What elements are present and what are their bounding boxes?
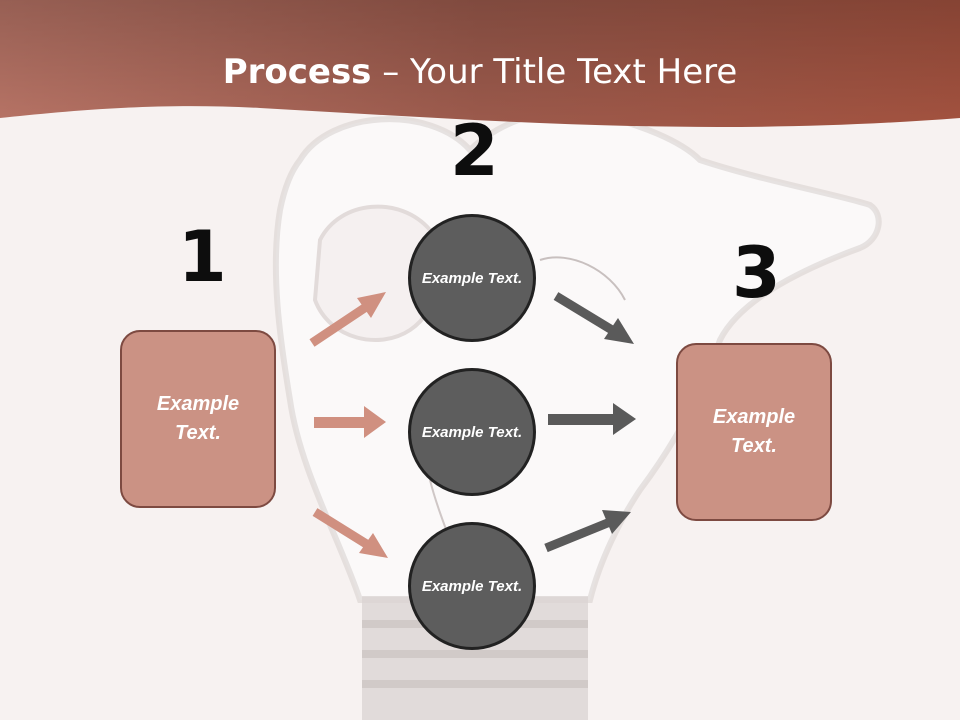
step-number-1: 1: [178, 216, 227, 298]
circle-middle-text: Example Text.: [421, 423, 523, 441]
arrow-from-circle-top: [553, 292, 634, 344]
left-box-text: Example Text.: [156, 393, 240, 444]
circle-top-text: Example Text.: [421, 269, 523, 287]
step-number-3: 3: [732, 232, 781, 314]
arrow-to-circle-bottom: [312, 508, 388, 558]
circle-bottom: Example Text.: [408, 522, 536, 650]
gray-arrows: [544, 292, 636, 553]
step-number-2: 2: [450, 110, 499, 192]
circle-bottom-text: Example Text.: [421, 577, 523, 595]
title-bold: Process: [222, 52, 372, 92]
circle-top: Example Text.: [408, 214, 536, 342]
arrow-to-circle-middle: [314, 406, 386, 438]
slide-title: Process – Your Title Text Here: [0, 52, 960, 92]
arrow-to-circle-top: [309, 292, 386, 347]
pink-arrows: [309, 292, 388, 558]
circle-middle: Example Text.: [408, 368, 536, 496]
arrow-from-circle-middle: [548, 403, 636, 435]
left-text-box: Example Text.: [120, 330, 276, 508]
right-text-box: Example Text.: [676, 343, 832, 521]
right-box-text: Example Text.: [712, 406, 796, 457]
title-rest: – Your Title Text Here: [371, 52, 738, 92]
arrow-from-circle-bottom: [544, 510, 631, 553]
